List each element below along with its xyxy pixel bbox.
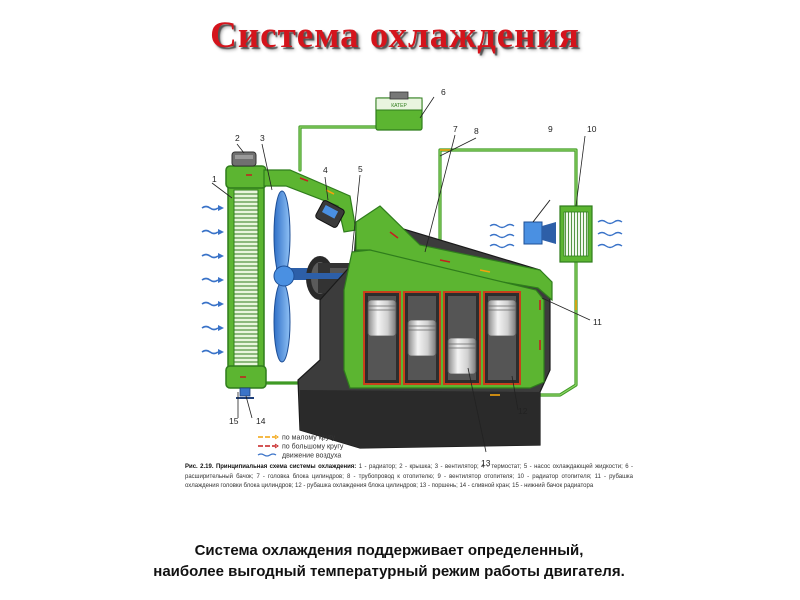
air-arrow — [201, 253, 224, 259]
expansion-tank: КАТЕР — [375, 91, 423, 131]
callout-11: 11 — [593, 317, 602, 327]
cylinders — [363, 291, 521, 385]
callout-1: 1 — [212, 174, 217, 184]
callout-3: 3 — [260, 133, 265, 143]
legend-item: движение воздуха — [257, 453, 341, 460]
radiator — [225, 165, 267, 389]
legend-label: по большому кругу — [282, 443, 344, 451]
callout-12: 12 — [518, 406, 528, 416]
piston — [447, 337, 477, 375]
callout-5: 5 — [358, 164, 363, 174]
air-arrow — [489, 223, 515, 229]
air-arrow — [597, 231, 623, 237]
summary-text: Система охлаждения поддерживает определе… — [0, 540, 778, 582]
cylinder — [483, 291, 521, 385]
callout-leaders — [211, 96, 591, 453]
air-arrow — [201, 325, 224, 331]
air-arrow — [201, 301, 224, 307]
slide-title: Система охлаждения — [210, 15, 580, 56]
callout-9: 9 — [548, 124, 553, 134]
air-arrow — [597, 219, 623, 225]
figure-caption: Рис. 2.19. Принципиальная схема системы … — [185, 463, 633, 492]
air-arrow — [489, 243, 515, 249]
air-arrow — [201, 277, 224, 283]
cylinder — [403, 291, 441, 385]
heater-fan — [523, 199, 556, 245]
callout-4: 4 — [323, 165, 328, 175]
cylinder — [363, 291, 401, 385]
piston — [407, 319, 437, 357]
figure-caption-lead: Рис. 2.19. Принципиальная схема системы … — [185, 464, 357, 470]
callout-6: 6 — [441, 87, 446, 97]
callout-10: 10 — [587, 124, 597, 134]
piston — [367, 299, 397, 337]
legend-swatch — [257, 453, 277, 457]
thermostat — [315, 200, 345, 228]
callout-8: 8 — [474, 126, 479, 136]
callout-7: 7 — [453, 124, 458, 134]
callout-2: 2 — [235, 133, 240, 143]
legend-label: движение воздуха — [282, 453, 341, 460]
cylinder — [443, 291, 481, 385]
air-flow-arrows-heater — [489, 219, 623, 249]
legend-item: по малому кругу — [258, 435, 336, 442]
legend-item: по большому кругу — [258, 443, 344, 451]
figure-caption-text: 1 - радиатор; 2 - крышка; 3 - вентилятор… — [185, 464, 633, 490]
callout-15: 15 — [229, 416, 239, 426]
air-flow-arrows-left — [201, 205, 224, 355]
callout-14: 14 — [256, 416, 266, 426]
callout-13: 13 — [481, 458, 491, 468]
air-arrow — [201, 205, 224, 211]
air-arrow — [201, 229, 224, 235]
radiator-cap — [231, 151, 257, 167]
air-arrow — [201, 349, 224, 355]
summary-line-1: Система охлаждения поддерживает определе… — [194, 542, 584, 559]
drain-tap — [236, 387, 254, 399]
expansion-tank-label: КАТЕР — [391, 103, 407, 109]
legend-label: по малому кругу — [282, 435, 336, 442]
air-arrow — [597, 243, 623, 249]
piston — [487, 299, 517, 337]
flow-marks — [299, 149, 577, 396]
summary-line-2: наиболее выгодный температурный режим ра… — [153, 563, 625, 580]
heater-radiator — [559, 205, 593, 263]
air-arrow — [489, 233, 515, 239]
